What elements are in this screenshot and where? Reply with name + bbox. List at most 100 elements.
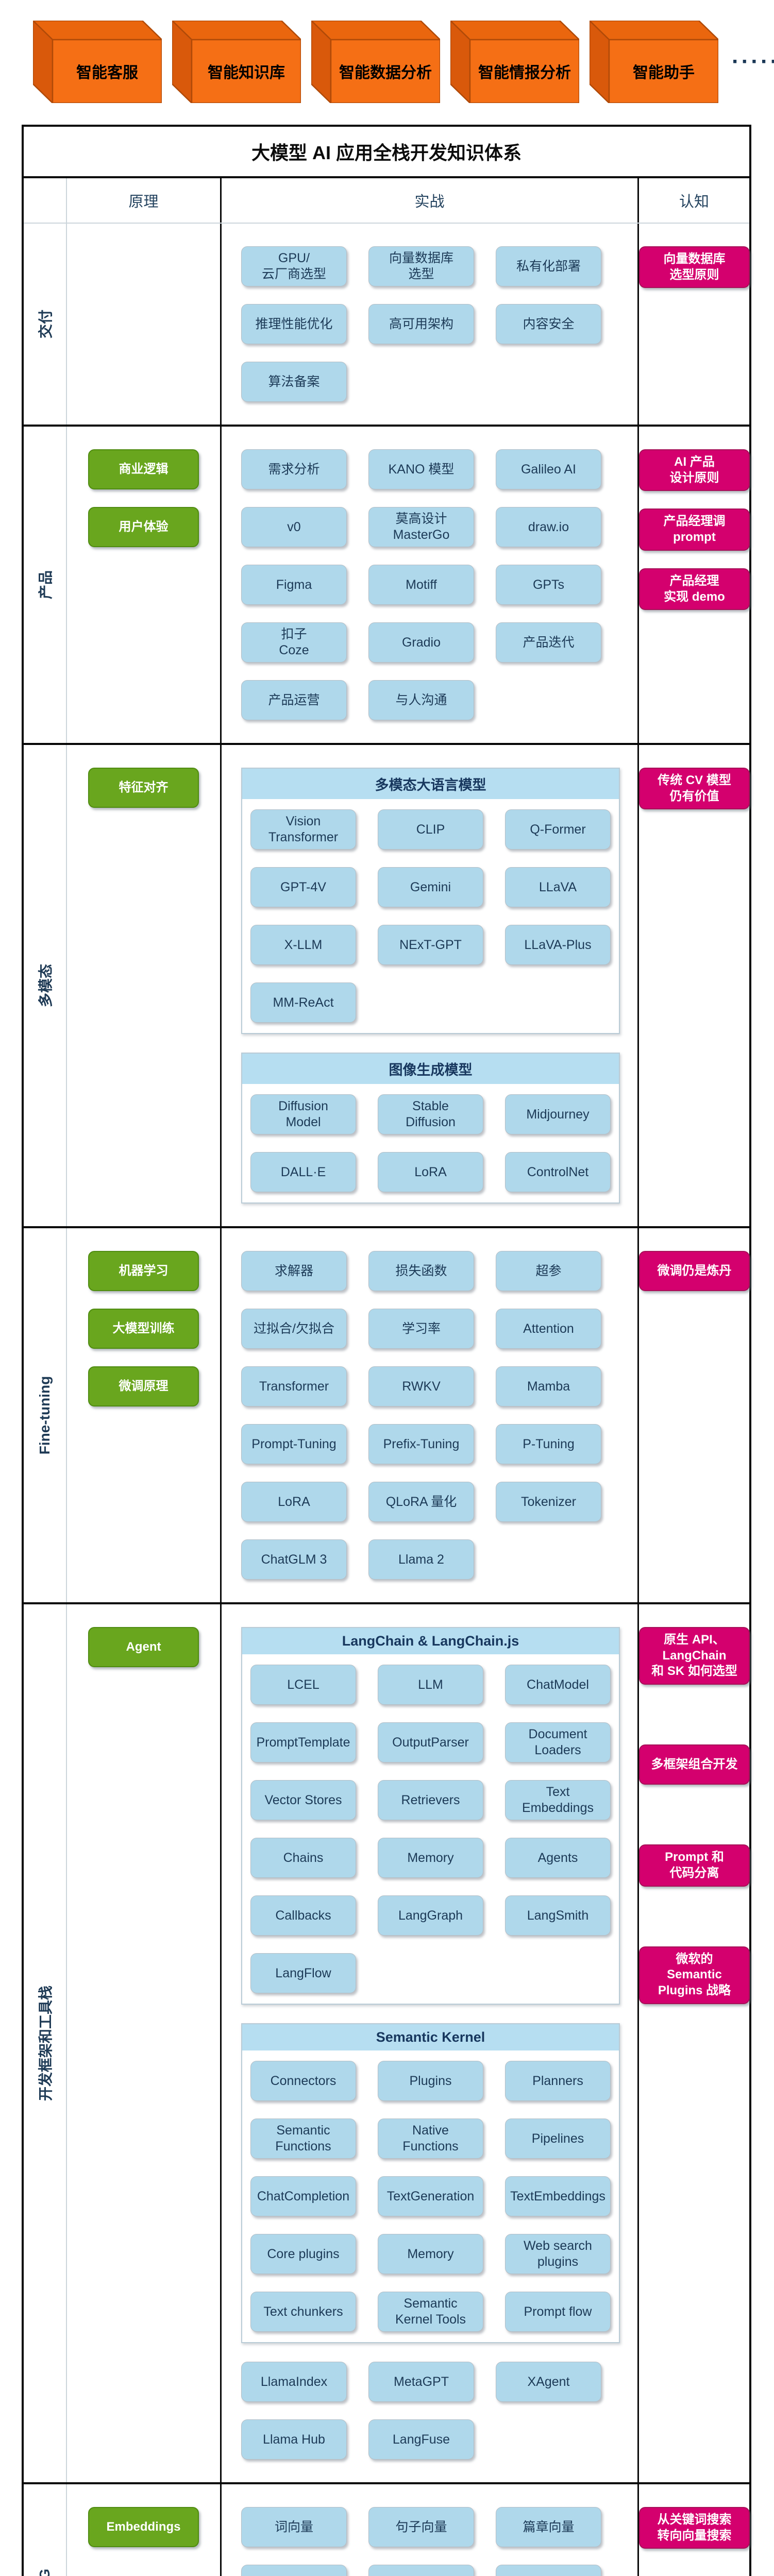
practice-item: 学习率 <box>368 1309 474 1349</box>
practice-item: 过拟合/欠拟合 <box>241 1309 347 1349</box>
practice-item: QLoRA 量化 <box>368 1482 474 1522</box>
practice-item: 向量数据库 <box>496 2565 601 2576</box>
cognition-item: 从关键词搜索 转向向量搜索 <box>639 2507 750 2549</box>
cognition-column: 微调仍是炼丹 <box>639 1228 750 1602</box>
practice-item: Semantic Kernel Tools <box>378 2292 483 2332</box>
principle-item: Embeddings <box>88 2507 199 2547</box>
cognition-item: 传统 CV 模型 仍有价值 <box>639 768 750 810</box>
practice-item: Memory <box>378 1838 483 1878</box>
practice-item: 扣子 Coze <box>241 622 347 663</box>
practice-item: Prefix-Tuning <box>368 1424 474 1464</box>
practice-item: 句子向量 <box>368 2507 474 2547</box>
row-label-cell: 产品 <box>24 427 67 743</box>
practice-item: Core plugins <box>250 2234 356 2274</box>
practice-item: 推理性能优化 <box>241 304 347 344</box>
principle-item: 用户体验 <box>88 507 199 547</box>
principle-column: 商业逻辑用户体验 <box>67 427 222 743</box>
practice-item: GPT-4V <box>250 867 356 907</box>
practice-item: Web search plugins <box>505 2234 611 2274</box>
cognition-item: 微软的 Semantic Plugins 战略 <box>639 1946 750 2004</box>
practice-item: 损失函数 <box>368 1251 474 1291</box>
practice-item: 私有化部署 <box>496 246 601 286</box>
practice-item: NExT-GPT <box>378 925 483 965</box>
scenario-box-label: 智能客服 <box>76 64 138 82</box>
practice-item: draw.io <box>496 507 601 547</box>
cognition-item: AI 产品 设计原则 <box>639 449 750 492</box>
practice-item: KANO 模型 <box>368 449 474 489</box>
practice-item: 算法备案 <box>241 362 347 402</box>
ellipsis-dots: ······ <box>732 49 774 74</box>
practice-item: Callbacks <box>250 1895 356 1936</box>
row-label: 产品 <box>38 570 54 600</box>
practice-item: Diffusion Model <box>250 1094 356 1134</box>
practice-item: Plugins <box>378 2061 483 2101</box>
practice-item: 需求分析 <box>241 449 347 489</box>
practice-item: Attention <box>496 1309 601 1349</box>
practice-item: 莫高设计 MasterGo <box>368 507 474 547</box>
practice-item: LangGraph <box>378 1895 483 1936</box>
practice-item: Retrievers <box>378 1780 483 1820</box>
row-label-cell: 交付 <box>24 224 67 425</box>
practice-column: 词向量句子向量篇章向量相似度计算基于相似度聚类向量数据库向量化模型比较向量模型部… <box>222 2484 639 2576</box>
practice-item: Motiff <box>368 565 474 605</box>
practice-item: Vision Transformer <box>250 809 356 850</box>
practice-item: LangFlow <box>250 1953 356 1993</box>
practice-item: DALL·E <box>250 1152 356 1192</box>
practice-column: GPU/ 云厂商选型向量数据库 选型私有化部署推理性能优化高可用架构内容安全算法… <box>222 224 639 425</box>
practice-item: OutputParser <box>378 1722 483 1762</box>
practice-item: P-Tuning <box>496 1424 601 1464</box>
table-row-rag: RAG Embeddings 词向量句子向量篇章向量相似度计算基于相似度聚类向量数据… <box>24 2482 750 2576</box>
diagram-title: 大模型 AI 应用全栈开发知识体系 <box>24 127 749 178</box>
practice-item: Agents <box>505 1838 611 1878</box>
practice-item: CLIP <box>378 809 483 850</box>
group-title: LangChain & LangChain.js <box>242 1628 619 1654</box>
principle-column: Embeddings <box>67 2484 222 2576</box>
practice-item: Connectors <box>250 2061 356 2101</box>
practice-item: 高可用架构 <box>368 304 474 344</box>
principle-column: 机器学习大模型训练微调原理 <box>67 1228 222 1602</box>
scenario-box: 智能数据分析 <box>311 21 440 103</box>
practice-item-grid: 词向量句子向量篇章向量相似度计算基于相似度聚类向量数据库向量化模型比较向量模型部… <box>241 2507 601 2576</box>
row-label-cell: 开发框架和工具栈 <box>24 1604 67 2482</box>
practice-item: X-LLM <box>250 925 356 965</box>
practice-item: v0 <box>241 507 347 547</box>
cube-3d-shape <box>590 21 718 103</box>
principle-column <box>67 224 222 425</box>
cognition-item: 原生 API、 LangChain 和 SK 如何选型 <box>639 1627 750 1685</box>
practice-item: Gradio <box>368 622 474 663</box>
principle-item: Agent <box>88 1627 199 1667</box>
practice-item: Tokenizer <box>496 1482 601 1522</box>
practice-item: TextEmbeddings <box>505 2176 611 2216</box>
scenario-box-label: 智能数据分析 <box>339 64 432 82</box>
cube-3d-shape <box>311 21 440 103</box>
practice-item: Stable Diffusion <box>378 1094 483 1134</box>
scenario-box: 智能助手 <box>590 21 718 103</box>
row-label-cell: RAG <box>24 2484 67 2576</box>
row-label: 多模态 <box>38 963 54 1008</box>
group-title: 图像生成模型 <box>242 1054 619 1084</box>
practice-item: ControlNet <box>505 1152 611 1192</box>
row-label: Fine-tuning <box>37 1376 53 1455</box>
cognition-item: 多框架组合开发 <box>639 1744 750 1785</box>
practice-item: Q-Former <box>505 809 611 850</box>
practice-item: 求解器 <box>241 1251 347 1291</box>
cube-3d-shape <box>450 21 579 103</box>
column-header-cognition: 认知 <box>679 194 709 210</box>
practice-item: LLaVA <box>505 867 611 907</box>
practice-item: MM-ReAct <box>250 982 356 1023</box>
practice-item: Pipelines <box>505 2119 611 2159</box>
principle-column: 特征对齐 <box>67 745 222 1226</box>
